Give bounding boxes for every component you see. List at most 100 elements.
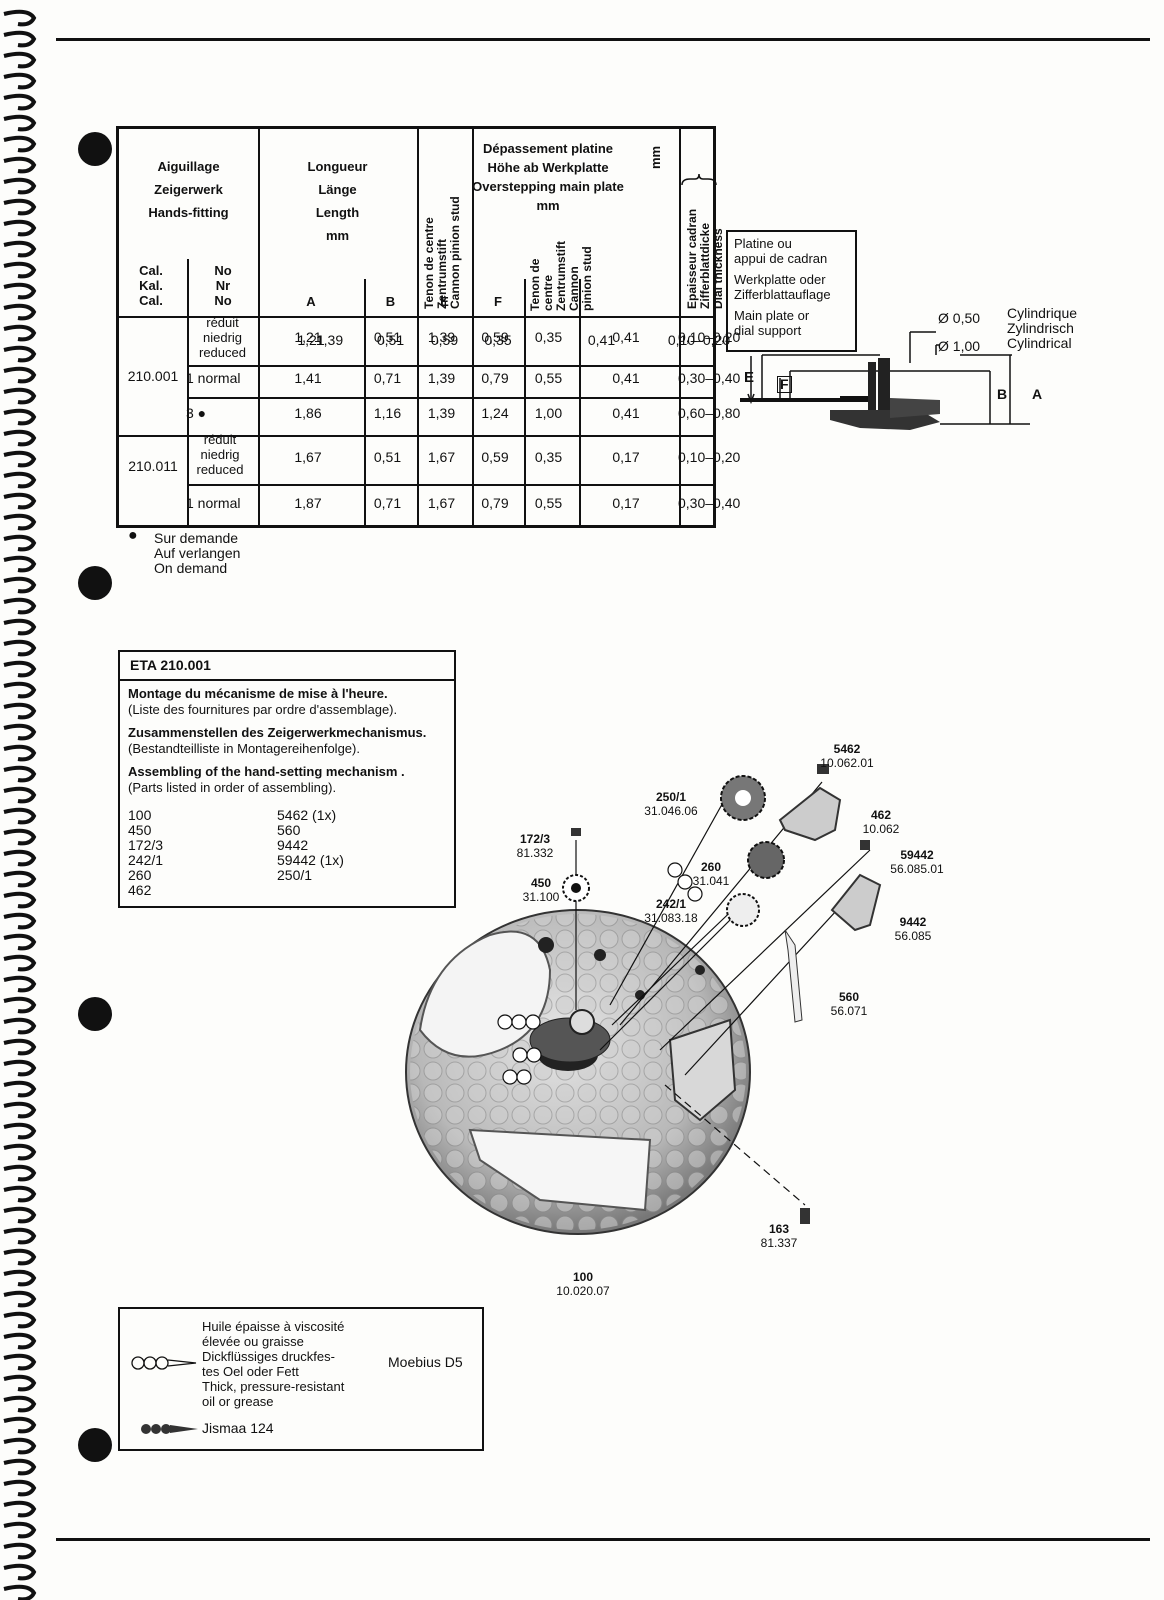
de-title: Zusammenstellen des Zeigerwerkmechanismu…: [128, 725, 427, 740]
cell-g: 0,41: [587, 332, 616, 348]
header-length: Longueur Länge Length mm: [307, 159, 368, 243]
spiral-binding: [3, 9, 37, 1600]
cell-f: 0,55: [534, 370, 563, 386]
cell-e: 1,24: [481, 405, 509, 421]
cell-d: 0,30–0,40: [678, 495, 741, 511]
de-sub: (Bestandteilliste in Montagereihenfolge)…: [128, 741, 360, 756]
cell-b: 1,16: [373, 405, 402, 421]
screw-59442: [860, 840, 870, 850]
cell-b: 0,71: [373, 495, 402, 511]
label-b: B: [997, 386, 1008, 402]
cell-a: 1,86: [294, 405, 322, 421]
fr-title: Montage du mécanisme de mise à l'heure.: [128, 686, 388, 701]
fr-sub: (Liste des fournitures par ordre d'assem…: [128, 702, 398, 717]
cell-c: 1,67: [427, 495, 456, 511]
header-col-e: E: [440, 294, 449, 309]
en-sub: (Parts listed in order of assembling).: [128, 780, 337, 795]
gear-260: [747, 841, 785, 879]
cell-f: 0,55: [534, 495, 563, 511]
oil-drops-icon: [131, 1356, 197, 1370]
spring-560: [784, 929, 803, 1023]
cell-a: 1,67: [294, 448, 322, 465]
screw-5462: [817, 764, 829, 774]
punch-hole: [78, 132, 112, 166]
cell-c: 1,39: [427, 370, 456, 386]
cell-e: 0,59: [430, 332, 459, 348]
cell-c: 1,39: [315, 332, 344, 348]
gear-242-1: [726, 893, 760, 927]
label-e: E: [744, 369, 755, 386]
cell-a: 1,21: [294, 329, 322, 345]
punch-hole: [78, 1428, 112, 1462]
cell-e: 0,79: [481, 495, 509, 511]
exploded-movement-drawing: [405, 764, 882, 1235]
cell-f: 0,35: [484, 332, 512, 348]
header-col-a: A: [306, 294, 316, 309]
screw-172-3: [571, 828, 581, 836]
cell-c: 1,39: [427, 405, 456, 421]
punch-hole: [78, 566, 112, 600]
jismaa-label: Jismaa 124: [202, 1420, 274, 1436]
cell-e: 0,79: [481, 370, 509, 386]
cell-dial: 0,10–0,20: [667, 332, 731, 348]
cell-e: 0,59: [481, 448, 509, 465]
cell-g: 0,41: [612, 405, 640, 421]
header-mm: mm: [648, 145, 663, 169]
header-col-f: F: [494, 294, 502, 309]
screw-163: [800, 1208, 810, 1224]
cell-d: 0,10–0,20: [678, 329, 741, 345]
cell-d: 0,10–0,20: [678, 448, 741, 465]
spring-9442: [830, 873, 882, 932]
cell-g: 0,41: [612, 370, 640, 386]
cal-210001: 210.001: [127, 368, 179, 384]
main-plate-box: Platine ou appui de cadran Werkplatte od…: [726, 230, 857, 352]
label-a: A: [1032, 386, 1043, 402]
cell-f: 0,35: [534, 329, 563, 345]
bullet-icon: ●: [128, 527, 138, 544]
cell-a: 1,41: [294, 370, 322, 386]
assembly-box: ETA 210.001 Montage du mécanisme de mise…: [118, 650, 456, 908]
oil-brand: Moebius D5: [388, 1354, 463, 1370]
assembly-title: ETA 210.001: [130, 657, 211, 673]
cell-g: 0,17: [612, 448, 640, 465]
cell-e: 0,59: [481, 329, 509, 345]
cell-c: 1,39: [427, 329, 456, 345]
cell-no: 1 normal: [186, 370, 241, 386]
header-col-b: B: [385, 294, 396, 309]
cell-no: 1 normal: [186, 495, 241, 511]
cell-g: 0,17: [612, 495, 640, 511]
header-overstepping: Dépassement platine Höhe ab Werkplatte O…: [472, 141, 624, 213]
jismaa-drops-icon: [141, 1424, 198, 1434]
cal-210011: 210.011: [128, 458, 178, 474]
hands-fitting-table: Aiguillage Zeigerwerk Hands-fitting Cal.…: [116, 126, 730, 528]
cell-b: 0,51: [373, 448, 402, 465]
cell-g: 0,41: [612, 329, 640, 345]
cell-f: 0,35: [534, 448, 563, 465]
lever-462: [778, 786, 842, 842]
diameter-050: Ø 0,50: [938, 310, 981, 326]
bottom-rule: [56, 1538, 1150, 1541]
cell-d: 0,60–0,80: [678, 405, 741, 421]
cell-a: 1,21: [297, 332, 325, 348]
header-cal: Cal. Kal. Cal.: [139, 263, 163, 308]
cell-no: 3 ●: [186, 405, 207, 421]
